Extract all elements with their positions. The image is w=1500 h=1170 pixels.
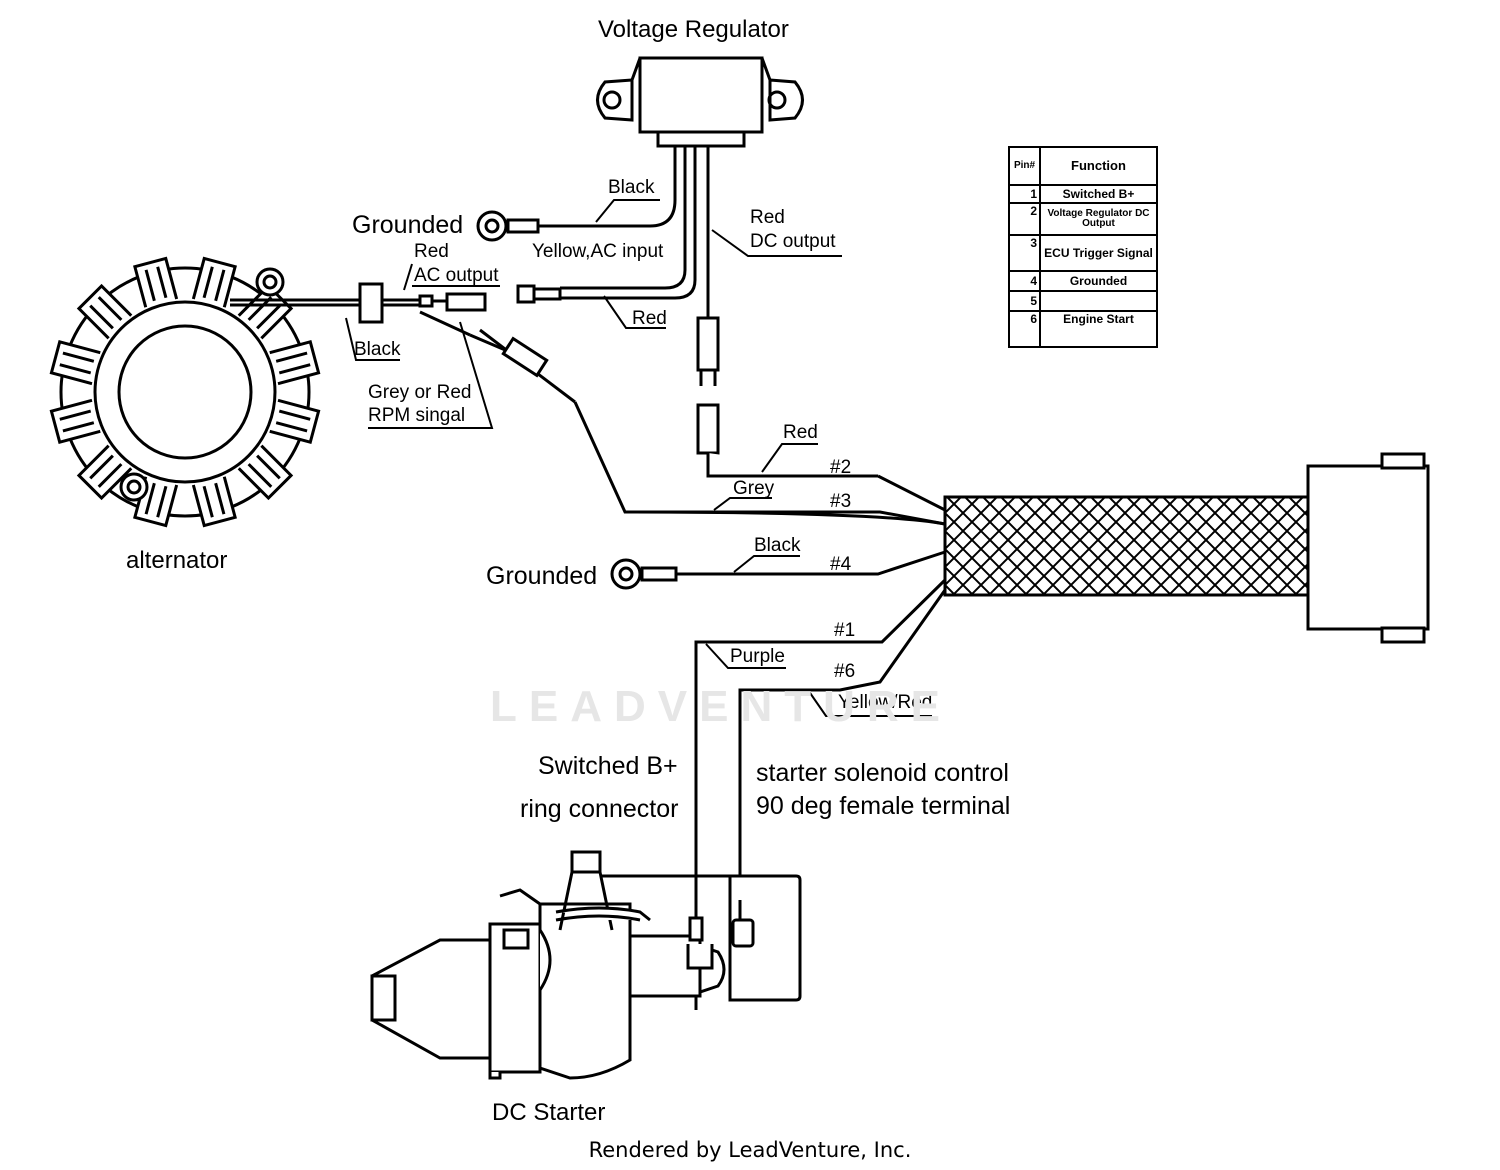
starter-label: DC Starter (492, 1099, 606, 1126)
stator-pole (237, 444, 294, 501)
pin-function-cell: Grounded (1039, 270, 1158, 292)
black-regulator-label: Black (608, 177, 655, 198)
voltage-regulator-body (596, 56, 804, 148)
black-pin4-label: Black (754, 535, 801, 556)
alternator-stator (49, 256, 321, 528)
pin-table-row: 3 ECU Trigger Signal (1008, 234, 1158, 272)
ring-connector-label: ring connector (520, 795, 679, 823)
alternator-label: alternator (126, 547, 228, 574)
red-regulator-label: Red (632, 308, 667, 329)
dc-starter-drawing (370, 850, 802, 1080)
pin-number-cell: 1 (1008, 184, 1041, 204)
pin-number-cell: 5 (1008, 290, 1041, 312)
grounded-mid-label: Grounded (486, 562, 598, 590)
dc-output-connector (696, 316, 878, 478)
ac-output-label: AC output (414, 265, 499, 286)
stator-pole (191, 256, 237, 308)
dc-output-label: DC output (750, 231, 836, 252)
purple-pin1-label: Purple (730, 646, 785, 667)
grey-pin3-label: Grey (733, 478, 775, 499)
stator-pole (133, 256, 179, 308)
pin6-number: #6 (834, 661, 856, 682)
ac-input-connector (516, 284, 562, 304)
pin-function-cell: Engine Start (1039, 310, 1158, 348)
label-leaders (345, 199, 932, 717)
grounded-top-label: Grounded (352, 211, 464, 239)
pin2-number: #2 (830, 457, 852, 478)
pin-table-row: 1 Switched B+ (1008, 184, 1158, 204)
pin-number-cell: 4 (1008, 270, 1041, 292)
pin-function-cell: ECU Trigger Signal (1039, 234, 1158, 272)
pin-table-row: 5 (1008, 290, 1158, 312)
pin1-number: #1 (834, 620, 856, 641)
harness-sleeve (943, 495, 1310, 597)
pin-table-header: Pin# Function (1008, 146, 1158, 186)
pin-table-row: 2 Voltage Regulator DC Output (1008, 202, 1158, 236)
pin4-number: #4 (830, 554, 852, 575)
red-dc-label: Red (750, 207, 785, 228)
red-pin2-label: Red (783, 422, 818, 443)
rpm-signal-label: RPM singal (368, 405, 466, 426)
pin3-number: #3 (830, 491, 852, 512)
red-ac-label: Red (414, 241, 449, 262)
stator-pole (76, 444, 133, 501)
yellow-ac-input-label: Yellow,AC input (532, 241, 664, 262)
ground-ring-top (476, 210, 540, 242)
pin-function-cell: Voltage Regulator DC Output (1039, 202, 1158, 236)
alternator-leads (230, 282, 946, 526)
footer-credit: Rendered by LeadVenture, Inc. (588, 1138, 912, 1162)
stator-pole (269, 398, 321, 444)
pin-function-cell: Switched B+ (1039, 184, 1158, 204)
stator-pole (49, 340, 101, 386)
female-terminal-label: 90 deg female terminal (756, 792, 1011, 820)
pin-number-cell: 3 (1008, 234, 1041, 272)
ground-ring-mid (610, 558, 678, 590)
yellow-red-pin6-label: Yellow/Red (838, 692, 933, 713)
regulator-leads (538, 146, 710, 318)
starter-terminals (694, 900, 742, 920)
function-column-header: Function (1039, 146, 1158, 186)
pin-function-cell (1039, 290, 1158, 312)
pin-column-header: Pin# (1008, 146, 1041, 186)
black-alternator-label: Black (354, 339, 401, 360)
pin-table-row: 4 Grounded (1008, 270, 1158, 292)
switched-b-plus-label: Switched B+ (538, 752, 678, 780)
harness-wires (624, 474, 947, 1010)
pin-table-row: 6 Engine Start (1008, 310, 1158, 348)
harness-connector (1306, 452, 1430, 644)
stator-pole (49, 398, 101, 444)
solenoid-control-label: starter solenoid control (756, 759, 1009, 787)
stator-pole (191, 476, 237, 528)
pin-function-table: Pin# Function 1 Switched B+ 2 Voltage Re… (1008, 146, 1158, 348)
pin-number-cell: 6 (1008, 310, 1041, 348)
stator-pole (76, 283, 133, 340)
diagram-title: Voltage Regulator (598, 16, 789, 43)
stator-pole (269, 340, 321, 386)
watermark: LEADVENTURE (490, 682, 953, 731)
pin-number-cell: 2 (1008, 202, 1041, 236)
grey-or-red-label: Grey or Red (368, 382, 472, 403)
